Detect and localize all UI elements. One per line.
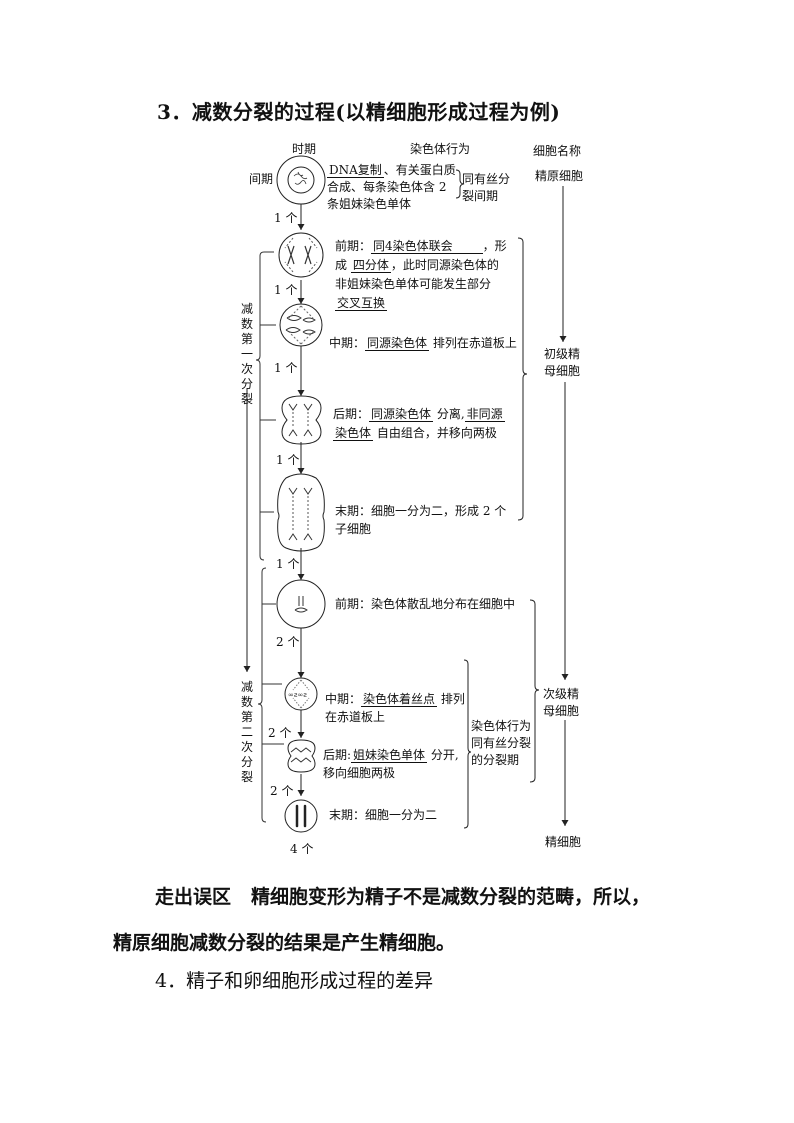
header-cell-name: 细胞名称: [533, 144, 582, 158]
m1-telophase-cell-icon: [277, 473, 325, 552]
interphase-brace-note: 同有丝分 裂间期: [462, 172, 511, 203]
m2-anaphase-text: 后期:姐妹染色单体 分开, 移向细胞两极: [323, 748, 459, 780]
count-label: 1 个: [274, 211, 298, 225]
section-4-heading: 4．精子和卵细胞形成过程的差异: [155, 970, 434, 992]
header-chromosome-behavior: 染色体行为: [410, 142, 471, 156]
m2-prophase-text: 前期：染色体散乱地分布在细胞中: [335, 597, 516, 611]
count-label: 2 个: [270, 784, 294, 798]
m2-mitosis-note: 染色体行为 同有丝分裂 的分裂期: [471, 719, 532, 767]
misconception-paragraph-line1: 走出误区精细胞变形为精子不是减数分裂的范畴，所以，: [155, 886, 651, 908]
m1-prophase-text: 前期：同4染色体联会，形 成 四分体，此时同源染色体的 非姐妹染色单体可能发生部…: [335, 239, 507, 311]
sister-chromatids-term: 姐妹染色单体: [351, 748, 428, 763]
crossing-over-term: 交叉互换: [335, 296, 388, 311]
m1-prophase-cell-icon: [278, 232, 324, 278]
m2-prophase-cell-icon: [276, 579, 326, 629]
m2-telophase-text: 末期：细胞一分为二: [329, 808, 438, 822]
count-label: 2 个: [268, 726, 292, 740]
count-label: 1 个: [276, 557, 300, 571]
interphase-cell-icon: [276, 155, 326, 205]
interphase-label: 间期: [249, 172, 274, 186]
m2-anaphase-cell-icon: [287, 739, 316, 773]
synapsis-term: 同4染色体联会: [371, 239, 483, 254]
m2-metaphase-text: 中期：染色体着丝点 排列 在赤道板上: [325, 692, 465, 724]
meiosis-2-label: 减数第二次分裂: [240, 680, 253, 784]
count-label: 2 个: [276, 635, 300, 649]
section-3-heading: 3．减数分裂的过程(以精细胞形成过程为例): [157, 100, 561, 124]
homologous-chromosomes-term: 同源染色体: [365, 336, 430, 351]
tetrad-term: 四分体: [350, 258, 391, 273]
m1-metaphase-cell-icon: [279, 303, 323, 347]
m1-anaphase-cell-icon: [281, 395, 322, 445]
misconception-label: 走出误区: [155, 886, 232, 908]
centromere-term: 染色体着丝点: [361, 692, 438, 707]
meiosis-1-label: 减数第一次分裂: [240, 302, 253, 406]
m1-telophase-text: 末期：细胞一分为二，形成 2 个 子细胞: [335, 504, 507, 536]
count-label: 1 个: [274, 361, 298, 375]
count-label: 1 个: [276, 453, 300, 467]
cell-name-primary-spermatocyte: 初级精 母细胞: [544, 347, 581, 378]
m1-anaphase-text: 后期：同源染色体 分离,非同源 染色体 自由组合，并移向两极: [333, 407, 505, 441]
svg-text:∞ƨ∞ƨ: ∞ƨ∞ƨ: [288, 691, 307, 699]
cell-name-spermatogonium: 精原细胞: [535, 169, 584, 183]
misconception-paragraph-line2: 精原细胞减数分裂的结果是产生精细胞。: [113, 932, 456, 954]
count-label: 4 个: [290, 842, 314, 856]
count-label: 1 个: [274, 283, 298, 297]
m2-metaphase-cell-icon: ∞ƨ∞ƨ: [284, 677, 318, 711]
interphase-description: DNA复制、有关蛋白质 合成、每条染色体含 2 条姐妹染色单体: [327, 163, 456, 211]
m2-telophase-cell-icon: [284, 799, 318, 833]
cell-name-secondary-spermatocyte: 次级精 母细胞: [543, 687, 580, 718]
cell-name-spermatid: 精细胞: [545, 835, 582, 849]
header-period: 时期: [292, 142, 317, 156]
dna-replication-term: DNA复制: [327, 163, 384, 178]
m1-metaphase-text: 中期：同源染色体 排列在赤道板上: [329, 336, 517, 351]
